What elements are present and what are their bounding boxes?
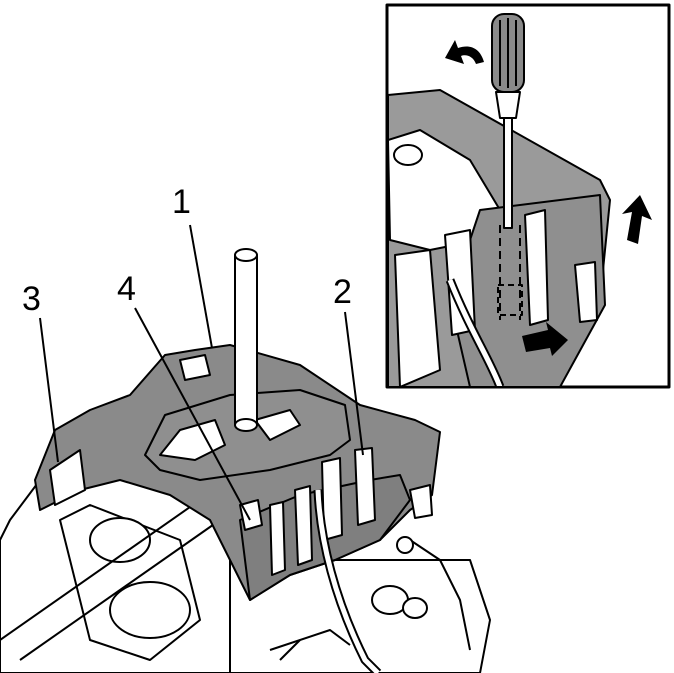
callout-1: 1 xyxy=(172,183,191,221)
lower-mechanism xyxy=(0,469,491,673)
up-arrow-icon xyxy=(622,195,652,244)
right-arrow-icon xyxy=(522,322,568,356)
callout-3: 3 xyxy=(22,280,41,318)
shift-shaft xyxy=(234,248,258,432)
rotate-arrow-icon xyxy=(445,40,484,64)
screwdriver-icon xyxy=(491,13,525,229)
leader-lines xyxy=(39,224,364,521)
main-illustration xyxy=(0,224,491,673)
callout-4: 4 xyxy=(117,270,136,308)
detail-inset xyxy=(385,3,671,389)
callout-2: 2 xyxy=(333,273,352,311)
